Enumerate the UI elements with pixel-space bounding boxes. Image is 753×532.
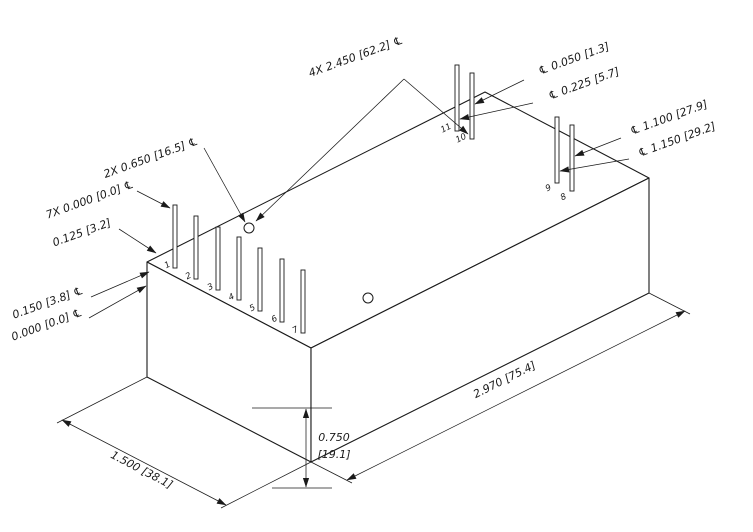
- pin-number-labels: 1 2 3 4 5 6 7 11 10 9 8: [163, 122, 569, 336]
- leader-1100: [574, 137, 622, 157]
- dim-body-height: 0.750: [318, 431, 350, 444]
- pin-label: 6: [270, 314, 280, 326]
- pin: [569, 124, 575, 192]
- extension-line: [310, 461, 353, 484]
- extension-line: [648, 292, 691, 315]
- leader-0125: [118, 228, 157, 254]
- leader-pin-row: [136, 190, 171, 209]
- pin: [300, 269, 306, 334]
- leader-0000: [88, 285, 147, 319]
- leader-lines: [88, 78, 630, 319]
- dim-body-width: 1.500 [38.1]: [108, 448, 174, 491]
- leader-pin-spacing: [255, 78, 405, 222]
- leader-0225: [459, 102, 534, 121]
- dim-pin-spacing: 4X 2.450 [62.2] ℄: [307, 34, 405, 80]
- pin-label: 4: [227, 292, 236, 303]
- dim-hole-spacing: 2X 0.650 [16.5] ℄: [102, 135, 200, 181]
- pin: [257, 247, 263, 312]
- pin: [279, 258, 285, 323]
- mounting-holes: [243, 222, 374, 304]
- pin-label: 3: [206, 282, 215, 293]
- pin-label: 2: [184, 271, 193, 282]
- pin-label: 1: [163, 260, 172, 271]
- pin: [469, 72, 475, 140]
- leader-1150: [559, 158, 630, 173]
- pin-label: 10: [454, 132, 468, 146]
- pin-label: 11: [439, 122, 453, 136]
- dim-offset-0125: 0.125 [3.2]: [51, 216, 113, 249]
- leader-0150: [90, 271, 150, 298]
- pins: [172, 64, 575, 334]
- leader-pin-spacing: [403, 78, 469, 135]
- pin-label: 5: [248, 303, 257, 314]
- leader-hole-spacing: [203, 147, 246, 223]
- dimension-line-width: [61, 419, 227, 506]
- dim-body-height-mm: [19.1]: [317, 448, 350, 461]
- pin: [236, 236, 242, 301]
- pin-label: 7: [291, 325, 301, 337]
- pin: [454, 64, 460, 132]
- extension-line: [56, 376, 148, 424]
- dim-pin-row-datum: 7X 0.000 [0.0] ℄: [44, 178, 135, 222]
- pin-label: 8: [559, 192, 569, 204]
- pin: [215, 226, 221, 291]
- extension-line: [220, 461, 312, 509]
- dimension-line-length: [346, 310, 686, 481]
- leader-0050: [474, 79, 525, 105]
- mounting-hole: [362, 292, 374, 304]
- pin: [554, 116, 560, 184]
- pin-label: 9: [544, 183, 553, 194]
- pin: [193, 215, 199, 280]
- dimension-lines: [56, 292, 691, 509]
- mounting-hole: [243, 222, 255, 234]
- pin: [172, 204, 178, 269]
